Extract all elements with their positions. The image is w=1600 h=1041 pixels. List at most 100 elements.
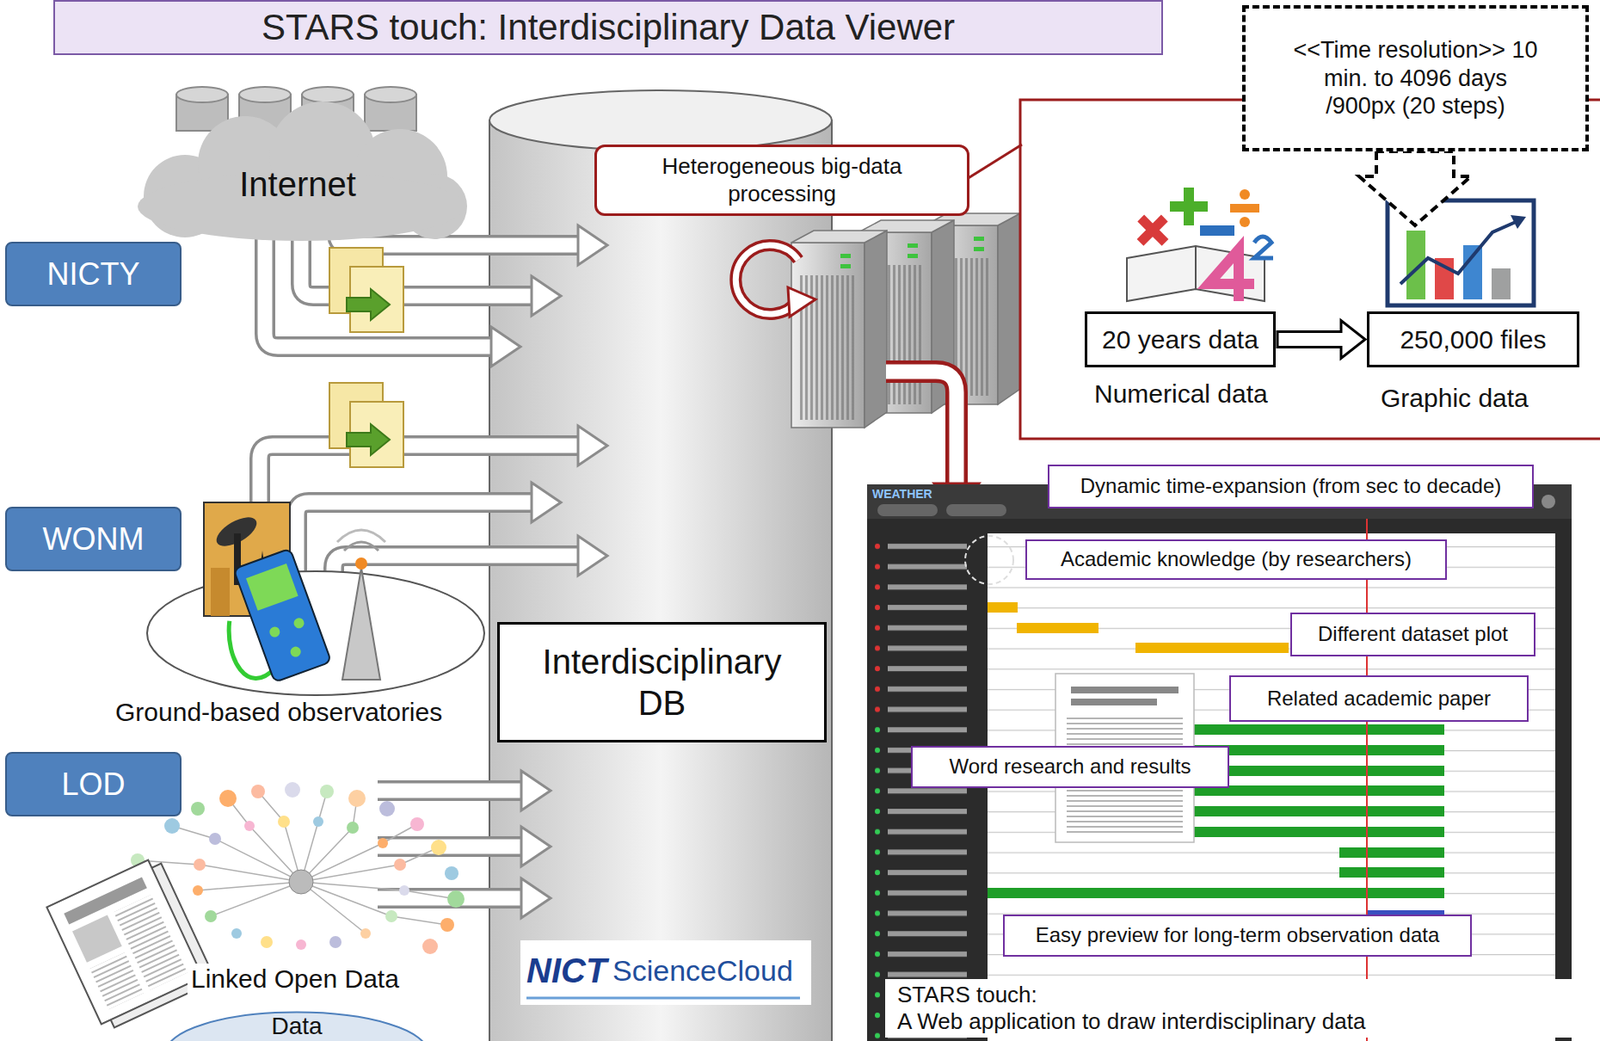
data-flow-arrow-outline <box>333 555 582 577</box>
dashed-callout-arrow <box>1359 151 1471 226</box>
logo-panel <box>520 940 812 1005</box>
callout-box: Different dataset plot <box>1290 612 1536 657</box>
math-icon <box>1239 216 1250 228</box>
block-arrow <box>1277 320 1366 359</box>
data-flow-arrowhead <box>491 225 608 918</box>
server-rack <box>997 213 1021 405</box>
server-rack <box>791 230 887 243</box>
math-icon <box>1208 249 1255 302</box>
callout-box: Easy preview for long-term observation d… <box>1003 914 1472 957</box>
newspaper-icon <box>46 860 203 1025</box>
node-text: Easy preview for long-term observation d… <box>1035 923 1440 948</box>
database-box: Interdisciplinary DB <box>497 621 827 743</box>
data-flow-arrowhead <box>491 326 521 367</box>
node-text: <<Time resolution>> 10 min. to 4096 days… <box>1292 36 1539 120</box>
node-text: Interdisciplinary DB <box>523 640 800 724</box>
linked-open-data-network <box>192 885 204 896</box>
data-flow-arrowhead <box>531 482 561 523</box>
server-rack <box>791 213 1021 428</box>
math-icon <box>1169 201 1208 212</box>
math-icon <box>1200 225 1235 236</box>
logo-panel <box>526 996 800 1000</box>
linked-open-data-network <box>346 821 359 834</box>
node-text: NICTY <box>47 255 141 293</box>
web-app-screenshot <box>1193 724 1445 735</box>
data-flow-arrow-fill <box>377 783 525 799</box>
math-icon <box>1194 246 1197 290</box>
description-panel: STARS touch:A Web application to draw in… <box>885 978 1572 1038</box>
logo-text: NICT <box>526 949 607 991</box>
data-box: 20 years data <box>1084 311 1276 368</box>
processing-cycle-arrow <box>787 287 816 317</box>
web-app-screenshot <box>1070 698 1157 706</box>
linked-open-data-network <box>385 910 398 923</box>
linked-open-data-network <box>377 837 388 849</box>
data-ellipse: Data <box>163 1010 431 1041</box>
data-flow-arrow-fill <box>259 223 582 899</box>
chart-icon <box>1463 245 1483 300</box>
node-text: Different dataset plot <box>1317 621 1508 647</box>
math-icon <box>1126 187 1274 302</box>
server-rack <box>864 230 887 428</box>
linked-open-data-network <box>422 938 438 954</box>
data-flow-arrowhead <box>521 826 551 867</box>
data-flow-arrow-fill <box>377 839 525 855</box>
linked-open-data-network <box>284 781 301 798</box>
data-flow-arrow-fill <box>333 555 582 577</box>
antenna-tower <box>342 567 381 680</box>
linked-open-data-network <box>190 801 205 816</box>
web-app-screenshot <box>965 535 1014 585</box>
web-app-screenshot <box>1193 826 1445 837</box>
web-app-screenshot <box>987 887 1445 899</box>
database-cylinder <box>489 90 832 151</box>
server-disk-icon <box>364 86 417 103</box>
data-flow-arrow-outline <box>377 780 525 801</box>
output-arrow <box>886 371 957 487</box>
web-app-screenshot <box>1070 686 1179 694</box>
linked-open-data-network <box>260 935 273 948</box>
newspaper-icon <box>89 952 144 1010</box>
linked-open-data-network <box>329 935 342 948</box>
linked-open-data-network <box>399 885 410 896</box>
processing-cycle-arrow <box>735 245 816 317</box>
server-disk-icon <box>301 86 354 103</box>
logo-panel <box>520 940 812 1005</box>
linked-open-data-network <box>320 784 334 799</box>
node-text: Data <box>270 1014 322 1039</box>
node-text: LOD <box>61 765 125 803</box>
server-rack <box>840 253 851 259</box>
linked-open-data-network <box>360 928 371 939</box>
linked-open-data-network <box>277 815 290 828</box>
cloud-label: Internet <box>168 153 427 216</box>
web-app-screenshot <box>1193 744 1445 756</box>
node-text: Academic knowledge (by researchers) <box>1060 547 1412 573</box>
antenna-tower <box>337 529 386 680</box>
server-rack <box>907 253 918 259</box>
linked-open-data-network <box>137 791 456 934</box>
server-rack <box>973 236 985 241</box>
data-flow-arrowhead <box>578 535 608 576</box>
linked-open-data-network <box>204 910 217 923</box>
web-app-screenshot <box>877 504 938 517</box>
server-rack <box>791 242 865 428</box>
web-app-screenshot <box>1366 518 1368 1041</box>
linked-open-data-network <box>209 832 222 845</box>
web-app-screenshot <box>1016 622 1099 634</box>
math-icon <box>1239 189 1250 200</box>
node-text: Dynamic time-expansion (from sec to deca… <box>1080 473 1502 499</box>
measuring-device <box>268 625 282 639</box>
web-app-screenshot <box>987 602 1018 613</box>
linked-open-data-network <box>440 917 455 932</box>
callout-box: Word research and results <box>910 745 1230 788</box>
linked-open-data-network <box>393 858 407 871</box>
measuring-device <box>246 563 299 611</box>
ellipse-outline <box>166 1012 428 1041</box>
linked-open-data-network <box>289 869 314 894</box>
web-app-screenshot <box>1555 518 1572 1041</box>
linked-open-data-network <box>444 866 459 880</box>
data-flow-arrow-outline <box>377 836 525 857</box>
web-app-screenshot <box>1193 765 1445 776</box>
web-app-screenshot <box>867 484 1572 1041</box>
linked-open-data-network <box>379 800 395 817</box>
